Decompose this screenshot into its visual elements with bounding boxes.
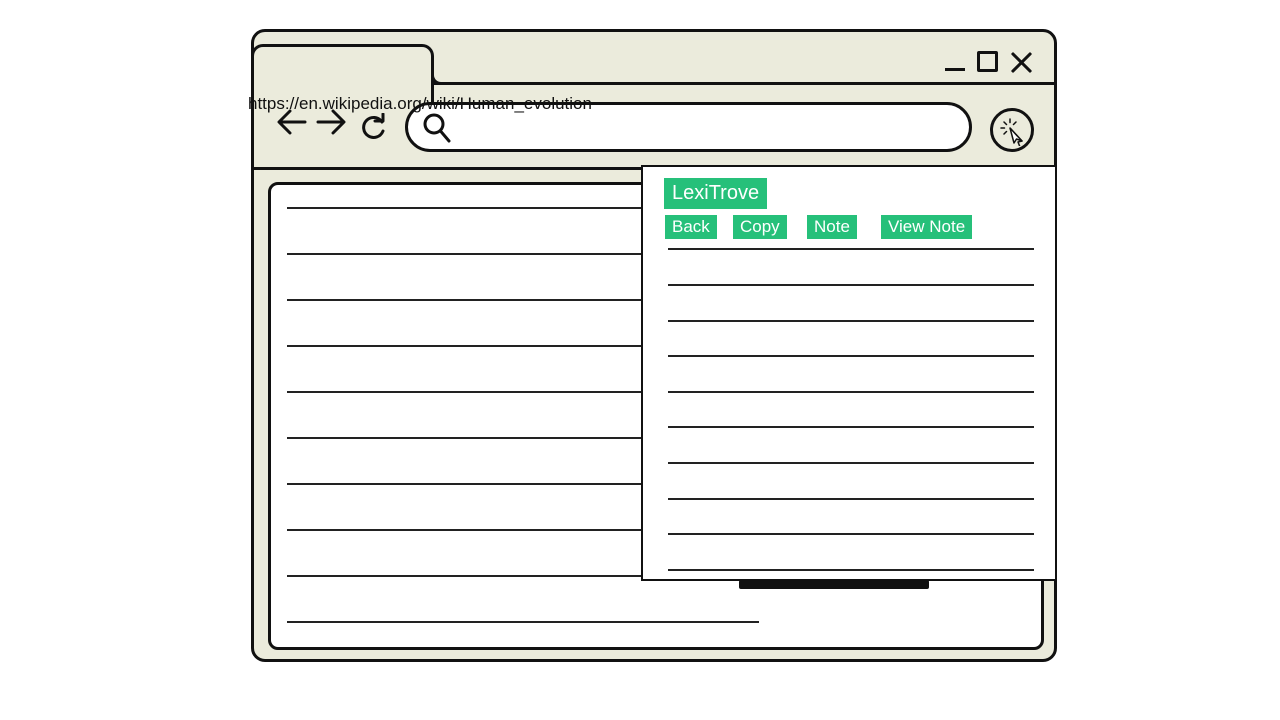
note-line xyxy=(668,569,1034,571)
text-line xyxy=(287,253,647,255)
note-line xyxy=(668,355,1034,357)
arrow-right-icon[interactable] xyxy=(315,108,347,136)
note-button[interactable]: Note xyxy=(807,215,857,239)
search-icon xyxy=(423,113,451,143)
note-line xyxy=(668,426,1034,428)
address-bar[interactable] xyxy=(405,102,972,152)
maximize-icon[interactable] xyxy=(977,51,998,72)
extension-button[interactable] xyxy=(990,108,1034,152)
note-line xyxy=(668,284,1034,286)
cursor-click-icon xyxy=(1000,118,1023,146)
note-line xyxy=(668,248,1034,250)
note-line xyxy=(668,498,1034,500)
text-line xyxy=(287,299,647,301)
window-controls xyxy=(945,46,1034,74)
tab-strip-border xyxy=(431,82,1054,85)
close-icon[interactable] xyxy=(1010,50,1034,74)
arrow-left-icon[interactable] xyxy=(276,108,308,136)
scrollbar-thumb[interactable] xyxy=(739,580,929,589)
note-line xyxy=(668,320,1034,322)
text-line xyxy=(287,207,647,209)
back-button[interactable]: Back xyxy=(665,215,717,239)
note-line xyxy=(668,462,1034,464)
view-note-button[interactable]: View Note xyxy=(881,215,973,239)
reload-icon[interactable] xyxy=(360,113,388,141)
text-line xyxy=(287,437,647,439)
note-line xyxy=(668,391,1034,393)
text-line xyxy=(287,575,647,577)
extension-popup: LexiTrove Back Copy Note View Note xyxy=(641,165,1057,581)
minimize-icon[interactable] xyxy=(945,68,965,71)
text-line xyxy=(287,483,647,485)
popup-brand: LexiTrove xyxy=(664,178,768,209)
browser-tab[interactable] xyxy=(254,44,434,104)
url-text[interactable]: https://en.wikipedia.org/wiki/Human_evol… xyxy=(248,94,592,113)
text-line xyxy=(287,345,647,347)
text-line xyxy=(287,391,647,393)
copy-button[interactable]: Copy xyxy=(733,215,787,239)
note-line xyxy=(668,533,1034,535)
text-line xyxy=(287,529,647,531)
text-line xyxy=(287,621,759,623)
